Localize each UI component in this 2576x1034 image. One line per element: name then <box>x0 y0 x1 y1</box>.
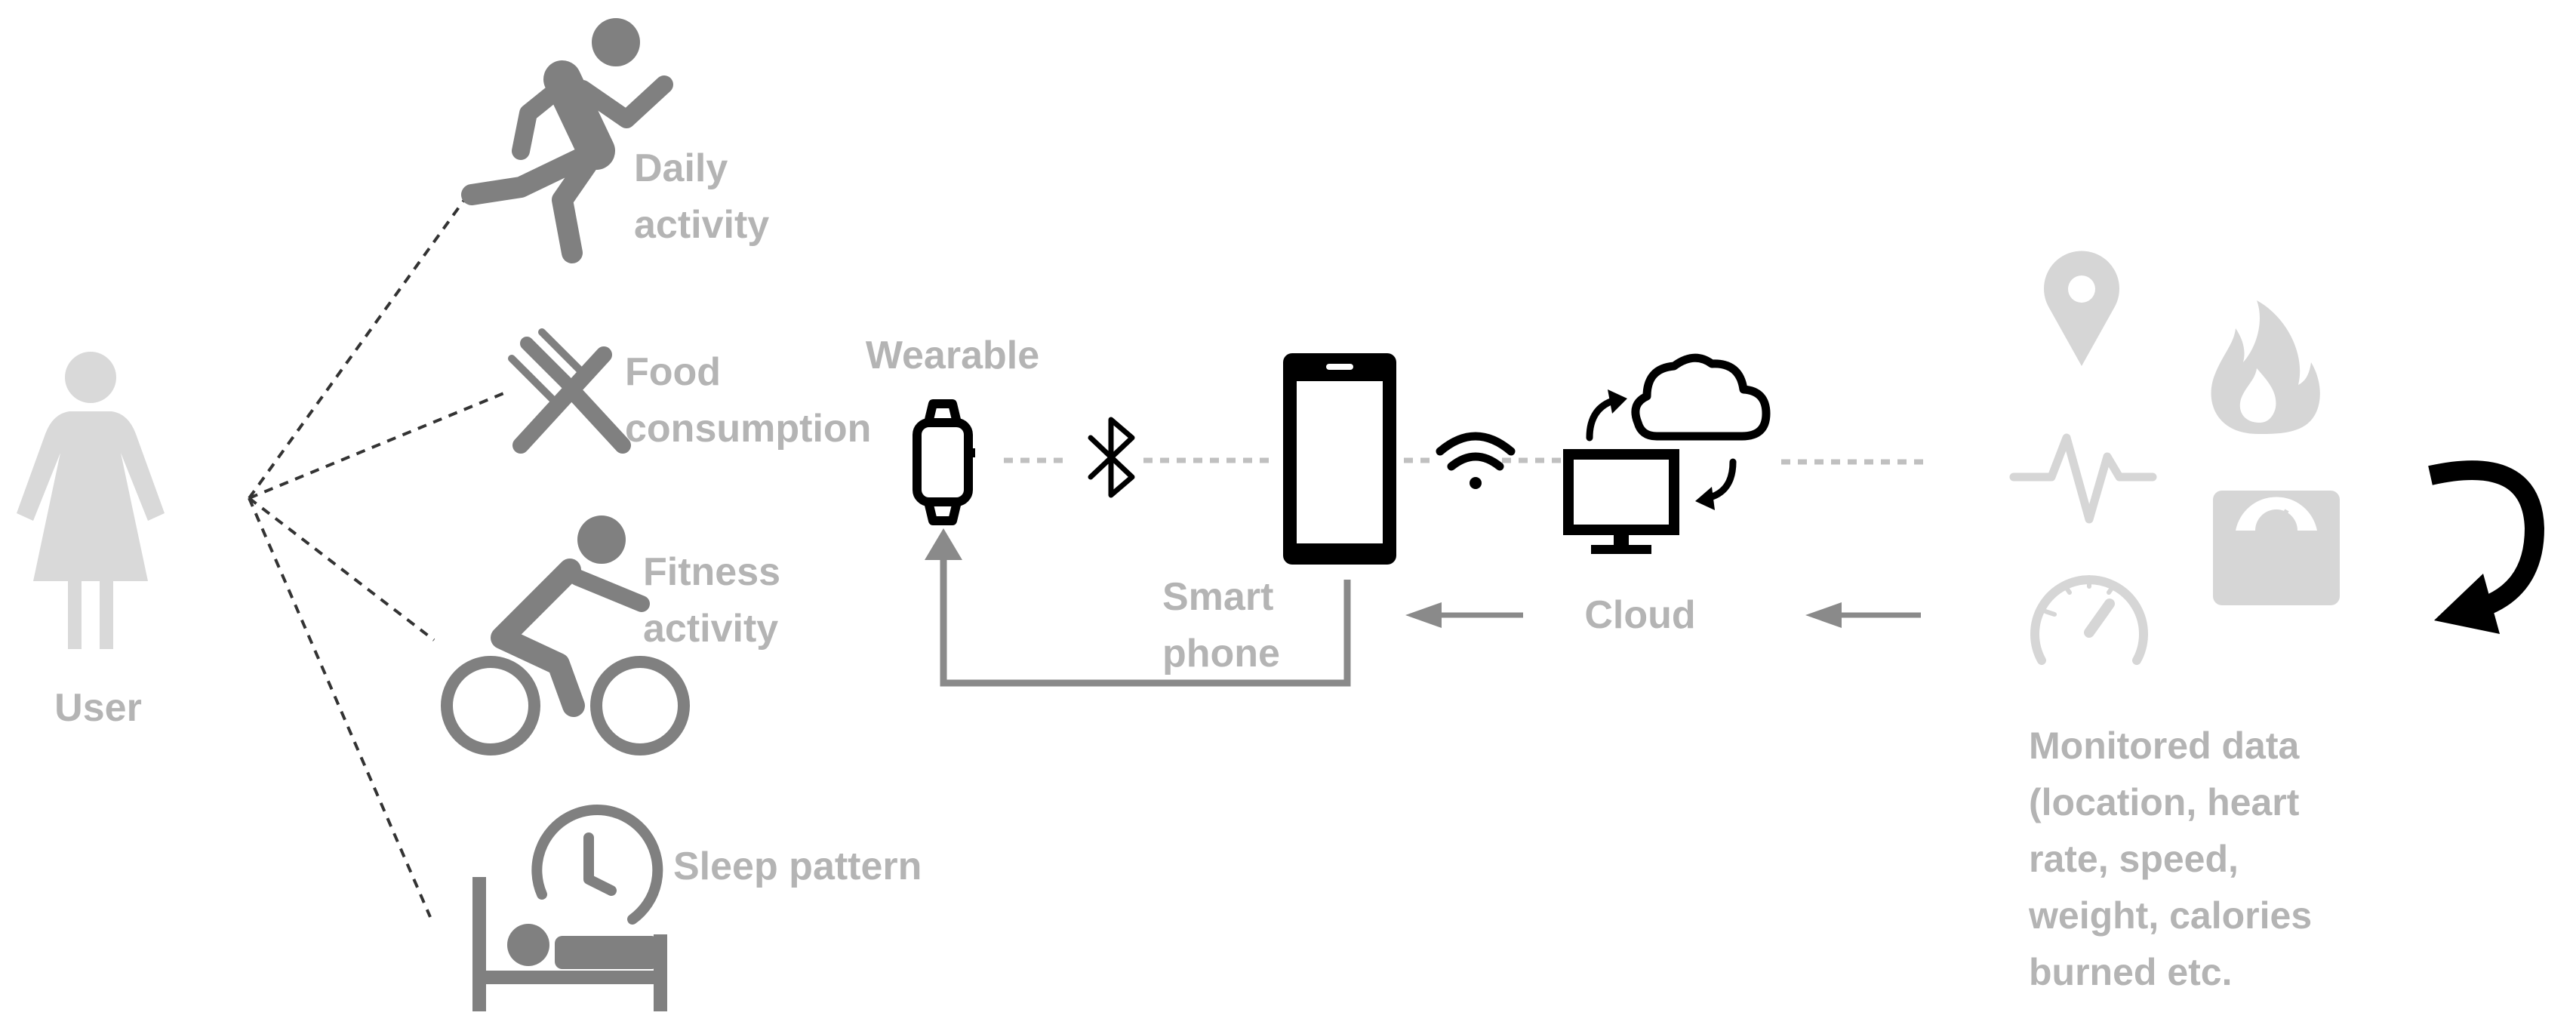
cloud-label: Cloud <box>1584 593 1695 637</box>
running-person-icon <box>461 18 673 263</box>
cloud-to-phone-arrow <box>1405 602 1523 628</box>
fitness-activity-label: Fitness activity <box>643 550 792 651</box>
connector-dotted-lines <box>1004 457 1928 465</box>
user-person-icon <box>17 352 165 649</box>
scale-icon <box>2213 491 2340 605</box>
food-consumption-label: Food consumption <box>625 350 871 451</box>
wearable-label: Wearable <box>866 334 1039 377</box>
smartphone-icon <box>1283 353 1396 565</box>
smartwatch-icon <box>913 399 975 525</box>
daily-activity-label: Daily activity <box>634 146 769 247</box>
phone-to-wearable-feedback-arrow <box>925 528 1351 687</box>
monitored-data-label: Monitored data (location, heart rate, sp… <box>2028 725 2322 993</box>
curved-return-arrow-icon <box>2428 460 2545 634</box>
flame-icon <box>2211 300 2320 434</box>
heartbeat-icon <box>2009 433 2157 524</box>
fork-knife-icon <box>508 328 631 454</box>
data-to-cloud-arrow <box>1805 602 1921 628</box>
sleep-pattern-label: Sleep pattern <box>673 845 922 888</box>
cloud-sync-computer-icon <box>1563 353 1771 554</box>
bluetooth-icon <box>1088 417 1135 498</box>
smart-phone-label: Smart phone <box>1162 575 1285 675</box>
speedometer-icon <box>2030 575 2148 665</box>
sleeping-bed-clock-icon <box>472 805 667 1011</box>
location-pin-icon <box>2043 251 2119 366</box>
user-label: User <box>54 686 142 730</box>
wifi-icon <box>1436 432 1516 489</box>
user-leader-lines <box>248 198 506 918</box>
cyclist-icon <box>441 515 690 755</box>
